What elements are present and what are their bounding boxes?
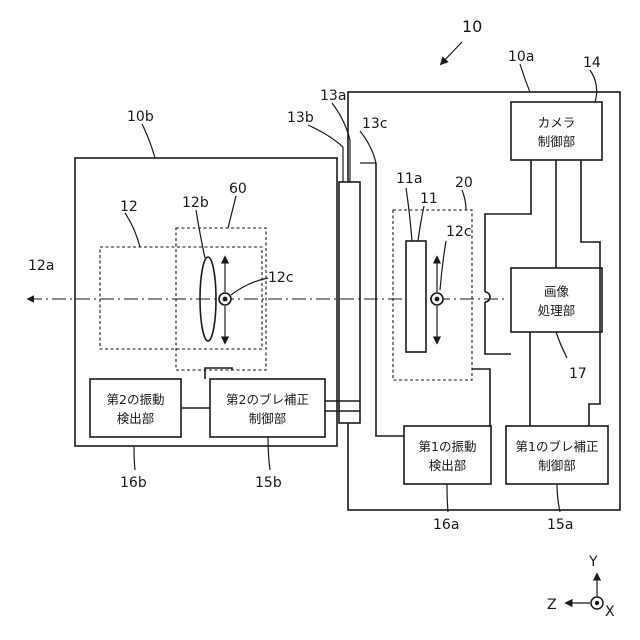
label-11: 11 bbox=[420, 191, 438, 207]
image-processing-line2: 処理部 bbox=[538, 303, 576, 318]
first-shake-correction-block bbox=[506, 426, 608, 484]
second-vibration-detector-block bbox=[90, 379, 181, 437]
first-vibration-line1: 第1の振動 bbox=[419, 439, 477, 454]
x-axis-indicator-dot bbox=[595, 601, 599, 605]
device-pointer-arrow bbox=[441, 42, 462, 64]
label-12b: 12b bbox=[182, 195, 209, 211]
label-11a: 11a bbox=[396, 171, 422, 187]
label-13c: 13c bbox=[362, 116, 388, 132]
label-10: 10 bbox=[462, 17, 482, 36]
label-12a: 12a bbox=[28, 258, 54, 274]
label-12c-sensor: 12c bbox=[446, 224, 472, 240]
camera-control-block bbox=[511, 102, 602, 160]
mount-13b bbox=[339, 182, 360, 423]
image-processing-line1: 画像 bbox=[544, 284, 570, 299]
label-axis-x: X bbox=[605, 604, 615, 620]
leader-13b bbox=[308, 125, 343, 147]
axis-cross-lens-dot bbox=[223, 297, 228, 302]
label-10b: 10b bbox=[127, 109, 154, 125]
second-shake-correction-block bbox=[210, 379, 325, 437]
leader-10b bbox=[142, 124, 155, 158]
label-15b: 15b bbox=[255, 475, 282, 491]
label-20: 20 bbox=[455, 175, 473, 191]
label-14: 14 bbox=[583, 55, 601, 71]
camera-control-line2: 制御部 bbox=[538, 134, 576, 149]
image-processing-block bbox=[511, 268, 602, 332]
label-axis-z: Z bbox=[547, 597, 557, 613]
label-12c-lens: 12c bbox=[268, 270, 294, 286]
label-15a: 15a bbox=[547, 517, 573, 533]
label-12: 12 bbox=[120, 199, 138, 215]
label-10a: 10a bbox=[508, 49, 534, 65]
first-vibration-detector-block bbox=[404, 426, 491, 484]
camera-control-line1: カメラ bbox=[538, 115, 576, 130]
second-vibration-line1: 第2の振動 bbox=[107, 392, 165, 407]
second-shake-line2: 制御部 bbox=[249, 411, 287, 426]
label-13b: 13b bbox=[287, 110, 314, 126]
first-vibration-line2: 検出部 bbox=[429, 458, 467, 473]
second-vibration-line2: 検出部 bbox=[117, 411, 155, 426]
image-sensor-11 bbox=[406, 241, 426, 352]
label-16b: 16b bbox=[120, 475, 147, 491]
first-shake-line1: 第1のブレ補正 bbox=[516, 439, 599, 454]
axis-cross-sensor-dot bbox=[435, 297, 440, 302]
leader-10a bbox=[520, 64, 530, 92]
label-axis-y: Y bbox=[588, 554, 598, 570]
label-16a: 16a bbox=[433, 517, 459, 533]
second-shake-line1: 第2のブレ補正 bbox=[226, 392, 309, 407]
label-60: 60 bbox=[229, 181, 247, 197]
leader-16b bbox=[134, 447, 135, 470]
first-shake-line2: 制御部 bbox=[538, 458, 576, 473]
label-17: 17 bbox=[569, 366, 587, 382]
label-13a: 13a bbox=[320, 88, 346, 104]
